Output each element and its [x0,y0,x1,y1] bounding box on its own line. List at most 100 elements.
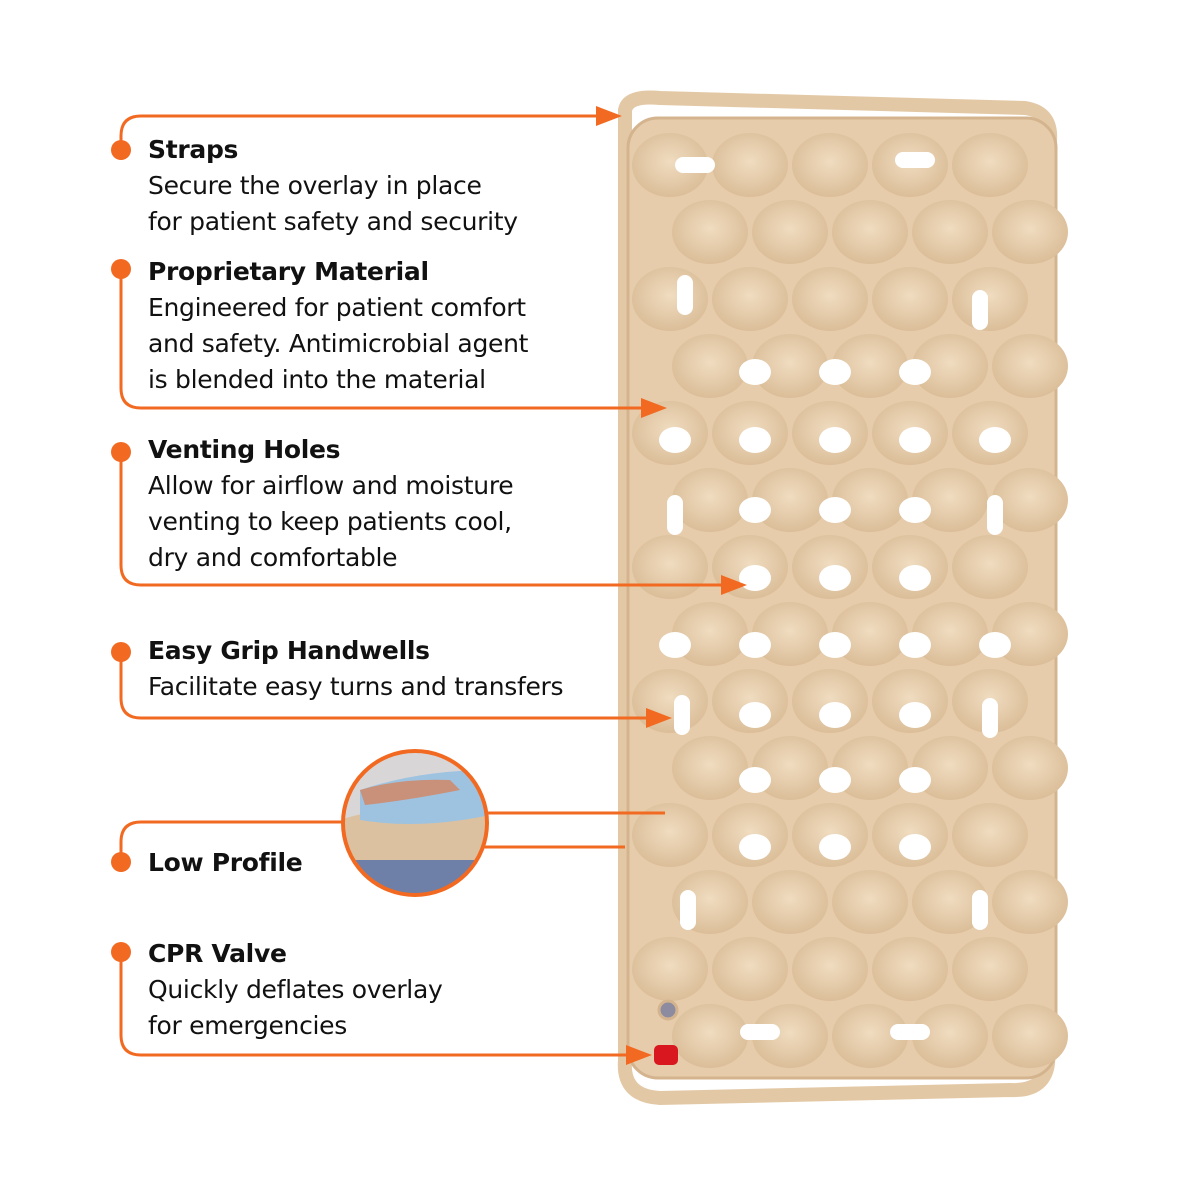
venting-hole [819,632,851,658]
air-cell [752,200,828,264]
air-cell [952,803,1028,867]
air-cell [912,468,988,532]
inflation-port-icon [657,999,679,1021]
air-cell [992,602,1068,666]
air-cell [952,133,1028,197]
venting-hole [979,632,1011,658]
air-cell [632,133,708,197]
air-cell [912,200,988,264]
air-cell [672,334,748,398]
air-cell [912,736,988,800]
air-cell [632,535,708,599]
venting-hole [899,565,931,591]
air-cell [712,937,788,1001]
air-cell [872,937,948,1001]
venting-hole [899,632,931,658]
air-cell [752,1004,828,1068]
air-cell [992,468,1068,532]
handwell [972,290,988,330]
air-cell [912,602,988,666]
air-cell [792,267,868,331]
air-cell [672,736,748,800]
feature-low-profile: Low Profile [148,845,303,881]
venting-hole [819,497,851,523]
venting-hole [819,359,851,385]
venting-hole [899,767,931,793]
venting-hole [819,565,851,591]
air-cell [632,803,708,867]
handwell [740,1024,780,1040]
air-cell [992,200,1068,264]
air-cell [952,937,1028,1001]
air-cell [752,870,828,934]
feature-title: CPR Valve [148,939,287,968]
air-cell [832,870,908,934]
air-cell [952,267,1028,331]
handwell [987,495,1003,535]
air-cell [792,133,868,197]
venting-hole [899,359,931,385]
air-cell [752,736,828,800]
feature-cpr-valve: CPR Valve Quickly deflates overlay for e… [148,936,443,1044]
air-cell [632,937,708,1001]
feature-description: Allow for airflow and moisture venting t… [148,471,514,572]
feature-title: Low Profile [148,848,303,877]
feature-title: Venting Holes [148,435,341,464]
venting-hole [899,427,931,453]
feature-title: Easy Grip Handwells [148,636,430,665]
callout-lines [119,114,725,1057]
handwell [895,152,935,168]
venting-hole [819,702,851,728]
handwell [972,890,988,930]
air-cell [832,200,908,264]
air-cell [752,468,828,532]
air-cell [672,468,748,532]
venting-hole [819,427,851,453]
feature-easy-grip-handwells: Easy Grip Handwells Facilitate easy turn… [148,633,564,705]
handwell [675,157,715,173]
air-cell [632,267,708,331]
handwell [674,695,690,735]
callout-arrows [111,106,747,1065]
venting-hole [819,834,851,860]
air-cell [912,1004,988,1068]
venting-hole [739,702,771,728]
air-cell [952,535,1028,599]
venting-hole [659,632,691,658]
air-cell [752,334,828,398]
air-cell [712,133,788,197]
handwell [680,890,696,930]
handwell [667,495,683,535]
handwell [982,698,998,738]
venting-hole [739,632,771,658]
air-cell [992,1004,1068,1068]
feature-description: Facilitate easy turns and transfers [148,672,564,701]
feature-venting-holes: Venting Holes Allow for airflow and mois… [148,432,514,576]
cpr-valve-icon [654,1045,678,1065]
air-cell [832,468,908,532]
feature-description: Secure the overlay in place for patient … [148,171,518,236]
feature-proprietary-material: Proprietary Material Engineered for pati… [148,254,528,398]
air-cell [912,870,988,934]
venting-hole [659,427,691,453]
air-cell [832,334,908,398]
air-cell [632,669,708,733]
air-cell [872,267,948,331]
venting-hole [739,834,771,860]
air-cell [672,1004,748,1068]
venting-hole [739,497,771,523]
air-cell [712,267,788,331]
air-cell [992,736,1068,800]
air-cell [992,334,1068,398]
feature-description: Engineered for patient comfort and safet… [148,293,529,394]
air-cell [672,200,748,264]
venting-hole [899,834,931,860]
venting-hole [739,359,771,385]
handwell [677,275,693,315]
air-cell [832,736,908,800]
air-mattress-overlay [617,90,1068,1106]
venting-hole [739,767,771,793]
venting-hole [899,497,931,523]
venting-hole [739,565,771,591]
